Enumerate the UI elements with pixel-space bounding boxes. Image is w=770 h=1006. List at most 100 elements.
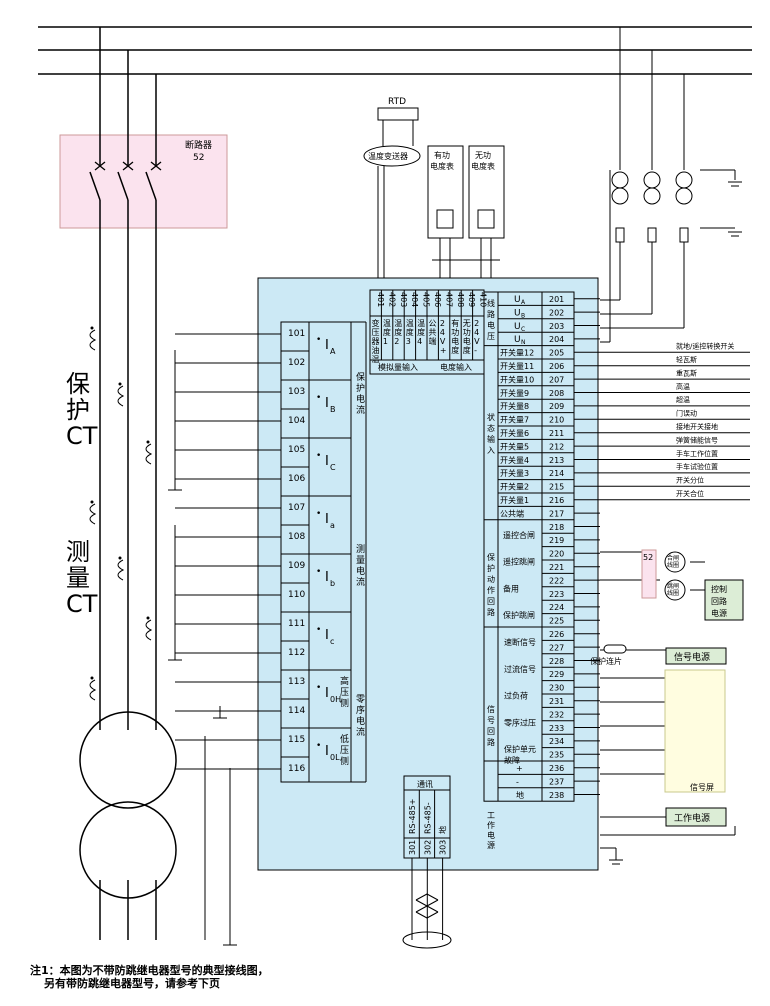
current-subscript: 0H [330,695,341,704]
right-terminal-row: 208 [542,385,600,398]
svg-text:CT: CT [66,422,98,450]
current-subscript: a [330,521,335,530]
svg-text:CT: CT [66,590,98,618]
terminal-number: 208 [549,389,564,398]
terminal-number: 219 [549,536,564,545]
svg-text:4: 4 [417,337,422,346]
right-terminal-row: 226 [542,626,600,639]
terminal-number: 107 [288,503,305,513]
current-subscript: C [330,463,336,472]
svg-text:U: U [514,335,521,345]
svg-text:温: 温 [417,319,425,328]
svg-text:护: 护 [487,563,495,573]
low-voltage-side-label: 低压侧 [340,733,349,767]
svg-text:电: 电 [356,393,365,405]
right-terminal-row: 201 [542,291,600,304]
trip-coil: 跳闸 线圈 [664,579,686,601]
svg-text:功: 功 [451,327,459,337]
svg-text:测: 测 [66,538,90,566]
svg-text:开关量5: 开关量5 [500,441,529,451]
svg-text:开关分位: 开关分位 [676,476,704,485]
svg-text:电: 电 [487,320,495,330]
svg-text:高: 高 [340,675,349,687]
right-terminal-row: 218 [542,519,600,532]
svg-text:压: 压 [487,332,495,341]
energy-in-label: 电度输入 [440,362,472,372]
terminal-number: 205 [549,349,564,358]
active-energy-meter: 有功 电度表 [427,145,464,239]
ct-coil [117,556,125,581]
terminal-number: 214 [549,469,564,478]
terminal-number: 410 [479,292,488,307]
terminal-number: 105 [288,445,305,455]
svg-text:动: 动 [487,574,495,584]
right-terminal-row: 217 [542,505,600,518]
svg-text:温: 温 [394,319,402,328]
svg-text:303: 303 [439,840,448,855]
svg-text:回路: 回路 [711,596,727,606]
svg-text:温: 温 [406,319,414,328]
svg-text:状: 状 [487,412,495,422]
terminal-number: 235 [549,751,564,760]
svg-text:量: 量 [356,555,365,566]
svg-text:作: 作 [487,820,495,830]
svg-text:线圈: 线圈 [667,589,679,597]
svg-text:信号电源: 信号电源 [674,651,710,663]
svg-text:V: V [474,337,480,346]
power-terminal: + [516,764,523,773]
temp-transmitter-label: 温度变送器 [368,151,408,161]
svg-text:重瓦斯: 重瓦斯 [676,368,697,377]
terminal-number: 104 [288,416,305,426]
bus-bars [38,26,752,75]
trip-relay: 52 [641,549,657,599]
svg-text:压: 压 [372,328,380,337]
terminal-number: 210 [549,416,564,425]
svg-text:合闸: 合闸 [667,554,679,562]
svg-text:测: 测 [356,544,365,555]
svg-text:B: B [521,312,525,319]
terminal-number: 402 [387,292,396,307]
svg-text:油: 油 [372,345,380,355]
comm-cable [402,931,452,949]
current-symbol: I [325,744,329,759]
terminal-number: 212 [549,442,564,451]
svg-text:共: 共 [429,328,437,337]
current-symbol: I [325,628,329,643]
terminal-number: 209 [549,402,564,411]
svg-text:侧: 侧 [340,697,349,709]
dot-marker: • [316,683,321,693]
terminal-number: 213 [549,456,564,465]
terminal-number: 227 [549,643,564,652]
current-subscript: 0L [330,753,340,762]
svg-text:工作电源: 工作电源 [674,812,710,824]
ct-coil [89,676,97,701]
svg-text:度: 度 [463,345,471,355]
right-terminal-row: 203 [542,318,600,331]
svg-text:工: 工 [487,811,495,820]
svg-text:3: 3 [406,337,411,346]
svg-text:度: 度 [383,327,391,337]
terminal-number: 203 [549,322,564,331]
current-symbol: I [325,338,329,353]
terminal-number: 230 [549,684,564,693]
protect-function-label: 遥控跳闸 [503,557,535,567]
right-terminal-row: 206 [542,358,600,371]
svg-text:低: 低 [340,733,349,745]
right-terminal-row: 229 [542,666,600,679]
